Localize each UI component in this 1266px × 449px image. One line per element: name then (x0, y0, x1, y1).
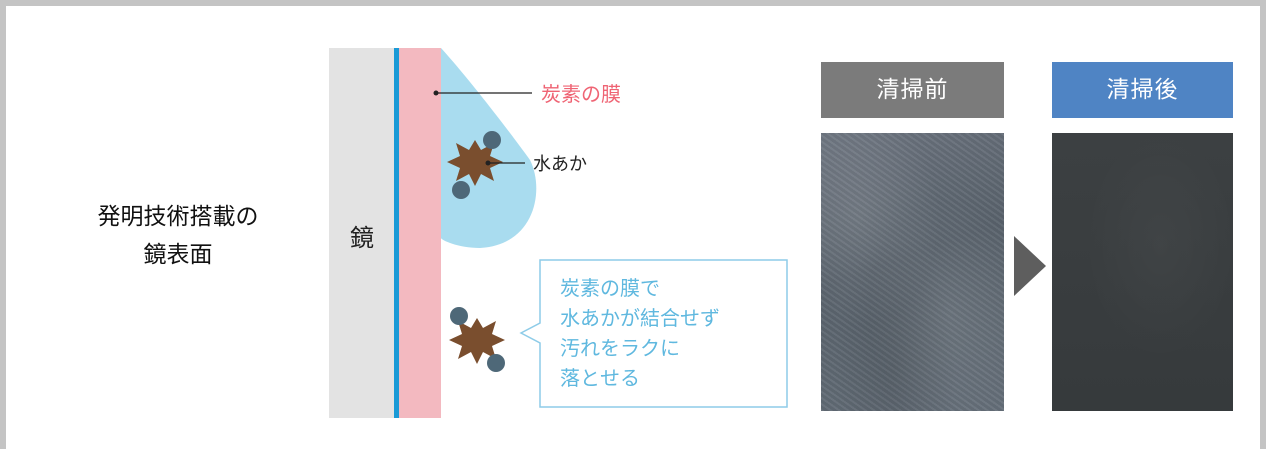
before-cleaning-label: 清掃前 (821, 62, 1004, 118)
mirror-body (329, 48, 395, 418)
surface-caption: 発明技術搭載の 鏡表面 (72, 198, 284, 274)
arrow-right-icon (1014, 236, 1046, 296)
water-stain-label: 水あか (533, 154, 587, 175)
water-stain-icon (447, 140, 503, 186)
mirror-surface-line (394, 48, 399, 418)
particle-icon (450, 307, 468, 325)
caption-line-1: 発明技術搭載の (97, 204, 259, 230)
carbon-film-layer (399, 48, 441, 418)
after-cleaning-photo (1052, 133, 1233, 411)
before-cleaning-photo (821, 133, 1004, 411)
callout-line-3: 汚れをラクに (560, 336, 680, 360)
carbon-film-label: 炭素の膜 (541, 82, 621, 106)
caption-line-2: 鏡表面 (143, 242, 213, 268)
particle-icon (487, 354, 505, 372)
callout-line-2: 水あかが結合せず (560, 306, 720, 330)
water-stain-icon (449, 318, 505, 364)
particle-icon (452, 181, 470, 199)
mirror-label: 鏡 (350, 224, 374, 252)
after-cleaning-label: 清掃後 (1052, 62, 1233, 118)
callout-bubble (519, 259, 788, 408)
particle-icon (483, 131, 501, 149)
callout-line-1: 炭素の膜で (560, 276, 660, 300)
callout-line-4: 落とせる (560, 366, 640, 390)
